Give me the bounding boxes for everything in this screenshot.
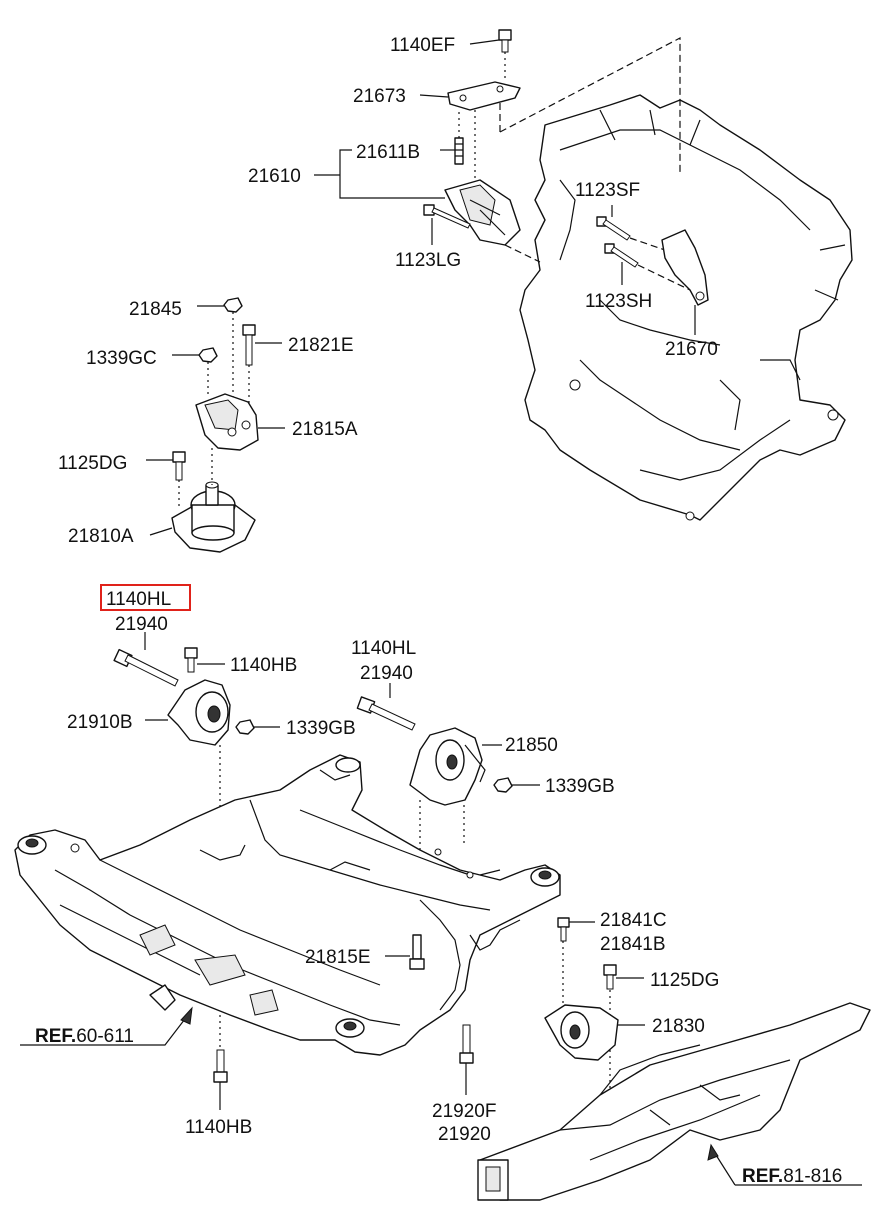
bolt-21920F — [459, 1024, 474, 1064]
bolt-21841C — [557, 917, 570, 942]
ref-number: 81-816 — [783, 1166, 842, 1187]
label-1339GC: 1339GC — [86, 348, 157, 369]
label-1140HB-bottom: 1140HB — [185, 1117, 252, 1138]
label-1125DG-bottom: 1125DG — [650, 970, 719, 991]
label-1339GB-left: 1339GB — [286, 718, 356, 739]
nut-1339GB-left — [235, 719, 255, 735]
ref-arrow-icon — [180, 1006, 193, 1025]
label-21673: 21673 — [353, 86, 406, 107]
bolt-1140EF — [498, 29, 512, 53]
label-1140EF: 1140EF — [390, 35, 455, 56]
bracket-21670 — [661, 229, 709, 306]
engine-block — [519, 94, 853, 521]
bolt-21815E — [409, 934, 425, 970]
ref-prefix: REF. — [742, 1166, 783, 1187]
ref-number: 60-611 — [76, 1026, 134, 1047]
bolt-21821E — [242, 324, 256, 366]
label-21611B: 21611B — [356, 142, 420, 163]
bolt-1125DG-top — [172, 451, 186, 481]
ref-label-60-611: REF.60-611 — [35, 1026, 134, 1047]
label-21845: 21845 — [129, 299, 182, 320]
label-21810A: 21810A — [68, 526, 134, 547]
highlight-box — [100, 584, 191, 611]
part-labels: 1140EF 21673 21611B 21610 1123SF 1123LG … — [35, 35, 842, 1187]
label-21830: 21830 — [652, 1016, 705, 1037]
label-21850: 21850 — [505, 735, 558, 756]
front-subframe — [14, 754, 561, 1056]
bolt-1123LG — [423, 204, 471, 229]
label-21815A: 21815A — [292, 419, 358, 440]
label-21920F: 21920F — [432, 1101, 496, 1122]
bracket-21815A — [195, 393, 259, 451]
ref-label-81-816: REF.81-816 — [742, 1166, 842, 1187]
label-21815E: 21815E — [305, 947, 371, 968]
stud-21611B — [454, 137, 464, 165]
label-21821E: 21821E — [288, 335, 354, 356]
label-21920: 21920 — [438, 1124, 491, 1145]
mount-21810A — [171, 481, 256, 553]
bracket-21610 — [444, 179, 521, 246]
label-21940-right: 21940 — [360, 663, 413, 684]
bolt-1140HB-top — [184, 647, 198, 673]
label-1123SF: 1123SF — [575, 180, 640, 201]
bolt-1123SH — [604, 243, 639, 268]
label-1123SH: 1123SH — [585, 291, 652, 312]
label-1140HB-top: 1140HB — [230, 655, 297, 676]
label-1140HL-right: 1140HL — [351, 638, 416, 659]
label-21841C: 21841C — [600, 910, 667, 931]
label-1125DG-top: 1125DG — [58, 453, 127, 474]
mount-21850 — [409, 727, 486, 806]
bolt-1140HB-bottom — [213, 1049, 228, 1083]
ref-arrow-icon-2 — [707, 1143, 719, 1161]
bolt-1125DG-bottom — [603, 964, 617, 990]
ref-prefix: REF. — [35, 1026, 76, 1047]
side-member — [477, 1002, 871, 1201]
mount-21910B — [167, 679, 231, 746]
label-21610: 21610 — [248, 166, 301, 187]
nut-21845 — [223, 297, 243, 313]
nut-1339GC — [198, 347, 218, 363]
bolt-21940-left — [113, 648, 179, 687]
label-1339GB-right: 1339GB — [545, 776, 615, 797]
nut-1339GB-right — [493, 777, 513, 793]
label-21910B: 21910B — [67, 712, 133, 733]
mount-21830 — [544, 1004, 619, 1061]
bolt-21940-right — [356, 696, 416, 731]
label-21940-left: 21940 — [115, 614, 168, 635]
label-21670: 21670 — [665, 339, 718, 360]
bracket-21673 — [447, 81, 521, 111]
label-1140HL-highlight: 1140HL — [106, 589, 171, 610]
bolt-1123SF — [596, 216, 631, 241]
label-21841B: 21841B — [600, 934, 666, 955]
label-1123LG: 1123LG — [395, 250, 461, 271]
